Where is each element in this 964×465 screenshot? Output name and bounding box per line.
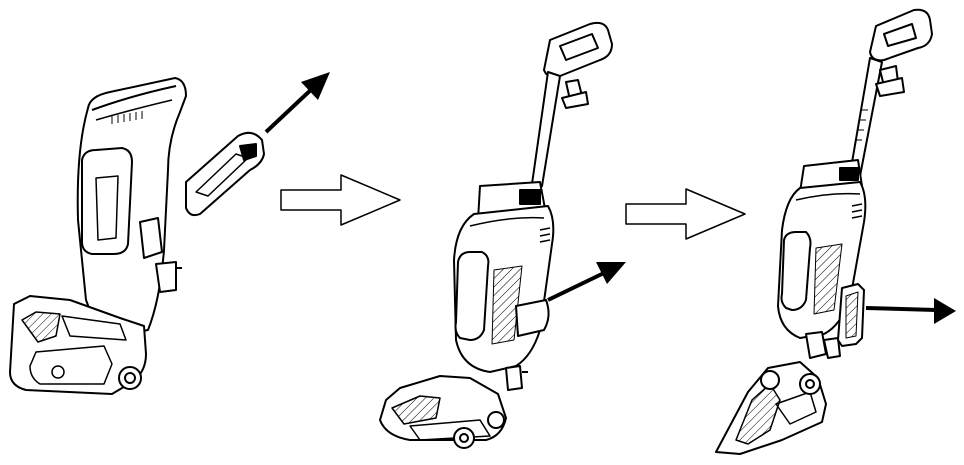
transition-arrow-2 [625, 188, 746, 240]
step-2-removal-arrow [547, 262, 626, 302]
step-3-tilted-vacuum [715, 8, 933, 455]
step-3-removal-arrow [865, 298, 956, 324]
step-1-removed-part [185, 131, 265, 217]
step-1-removal-arrow [264, 72, 330, 134]
step-2-upright-vacuum [379, 21, 613, 449]
transition-arrow-1 [280, 174, 401, 226]
step-3-removed-part [837, 283, 865, 347]
step-1-vacuum-body [9, 77, 187, 395]
